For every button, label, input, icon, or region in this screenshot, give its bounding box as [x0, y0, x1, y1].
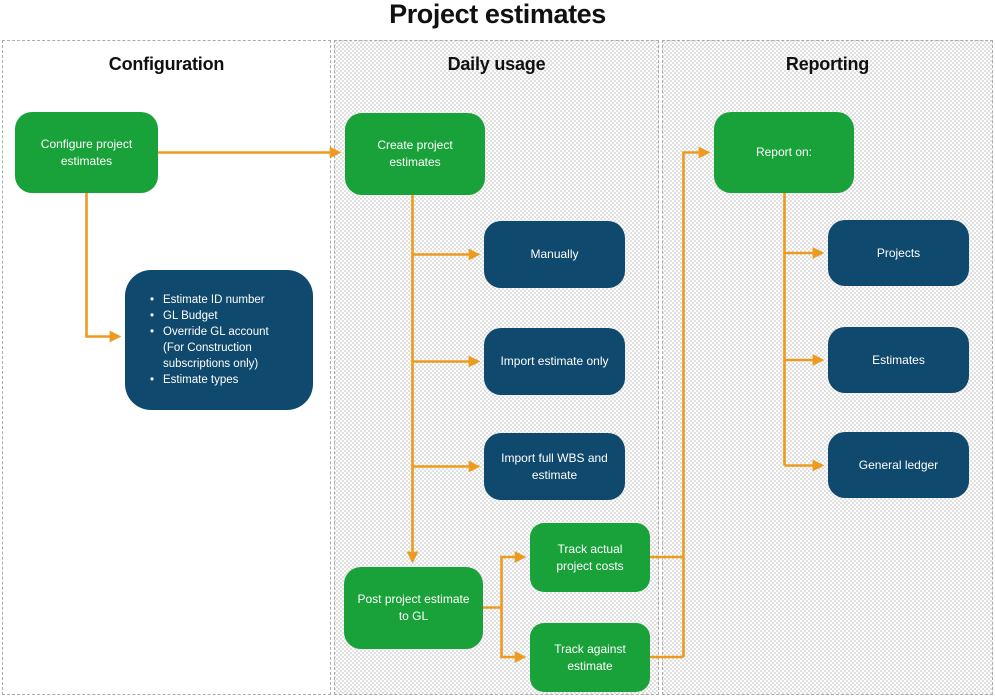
node-label: Report on: [755, 145, 813, 160]
bullet-icon: • [149, 325, 155, 338]
estimate-detail-item: • Override GL account [141, 324, 301, 340]
node-label: Import estimate only [500, 354, 609, 369]
node-label: Post project estimate to GL [357, 592, 470, 623]
bullet-icon: • [149, 309, 155, 322]
panel-header-daily-usage: Daily usage [447, 54, 546, 74]
node-post-project-estimate-to-gl: Post project estimate to GL [344, 567, 483, 649]
node-label: Configure project estimates [40, 136, 133, 168]
node-label: Track actual project costs [556, 541, 624, 573]
node-configure-project-estimates: Configure project estimates [15, 112, 158, 193]
node-label: Manually [530, 247, 579, 262]
bullet-icon: • [149, 293, 155, 306]
node-track-against-estimate: Track against estimate [530, 623, 650, 692]
node-estimates: Estimates [828, 327, 969, 393]
node-general-ledger: General ledger [828, 432, 969, 498]
bullet-icon: • [149, 374, 155, 387]
node-projects: Projects [828, 220, 969, 286]
node-report-on: Report on: [714, 112, 854, 193]
estimate-detail-subtext: (For Construction subscriptions only) [163, 342, 259, 371]
node-create-project-estimates: Create project estimates [345, 113, 485, 195]
node-import-estimate-only: Import estimate only [484, 328, 625, 395]
node-track-actual-project-costs: Track actual project costs [530, 523, 650, 592]
node-label: Import full WBS and estimate [501, 450, 608, 482]
diagram-title: Project estimates [389, 0, 606, 29]
node-label: Estimates [872, 352, 925, 367]
estimate-detail-item: • GL Budget [141, 308, 301, 324]
node-import-full-wbs-and-estimate: Import full WBS and estimate [484, 433, 625, 500]
node-label: Projects [876, 245, 921, 260]
panel-header-configuration: Configuration [108, 54, 225, 74]
estimate-detail-item: • Estimate ID number [141, 292, 301, 308]
node-label: General ledger [858, 457, 939, 472]
estimate-details-list: • Estimate ID number • GL Budget • Overr… [141, 280, 301, 400]
node-label: Create project estimates [377, 138, 453, 169]
node-manually: Manually [484, 221, 625, 288]
estimate-detail-item: • Estimate types [141, 372, 301, 388]
panel-header-reporting: Reporting [785, 54, 870, 74]
node-estimate-details-list: • Estimate ID number • GL Budget • Overr… [125, 270, 313, 410]
node-label: Track against estimate [554, 641, 626, 673]
